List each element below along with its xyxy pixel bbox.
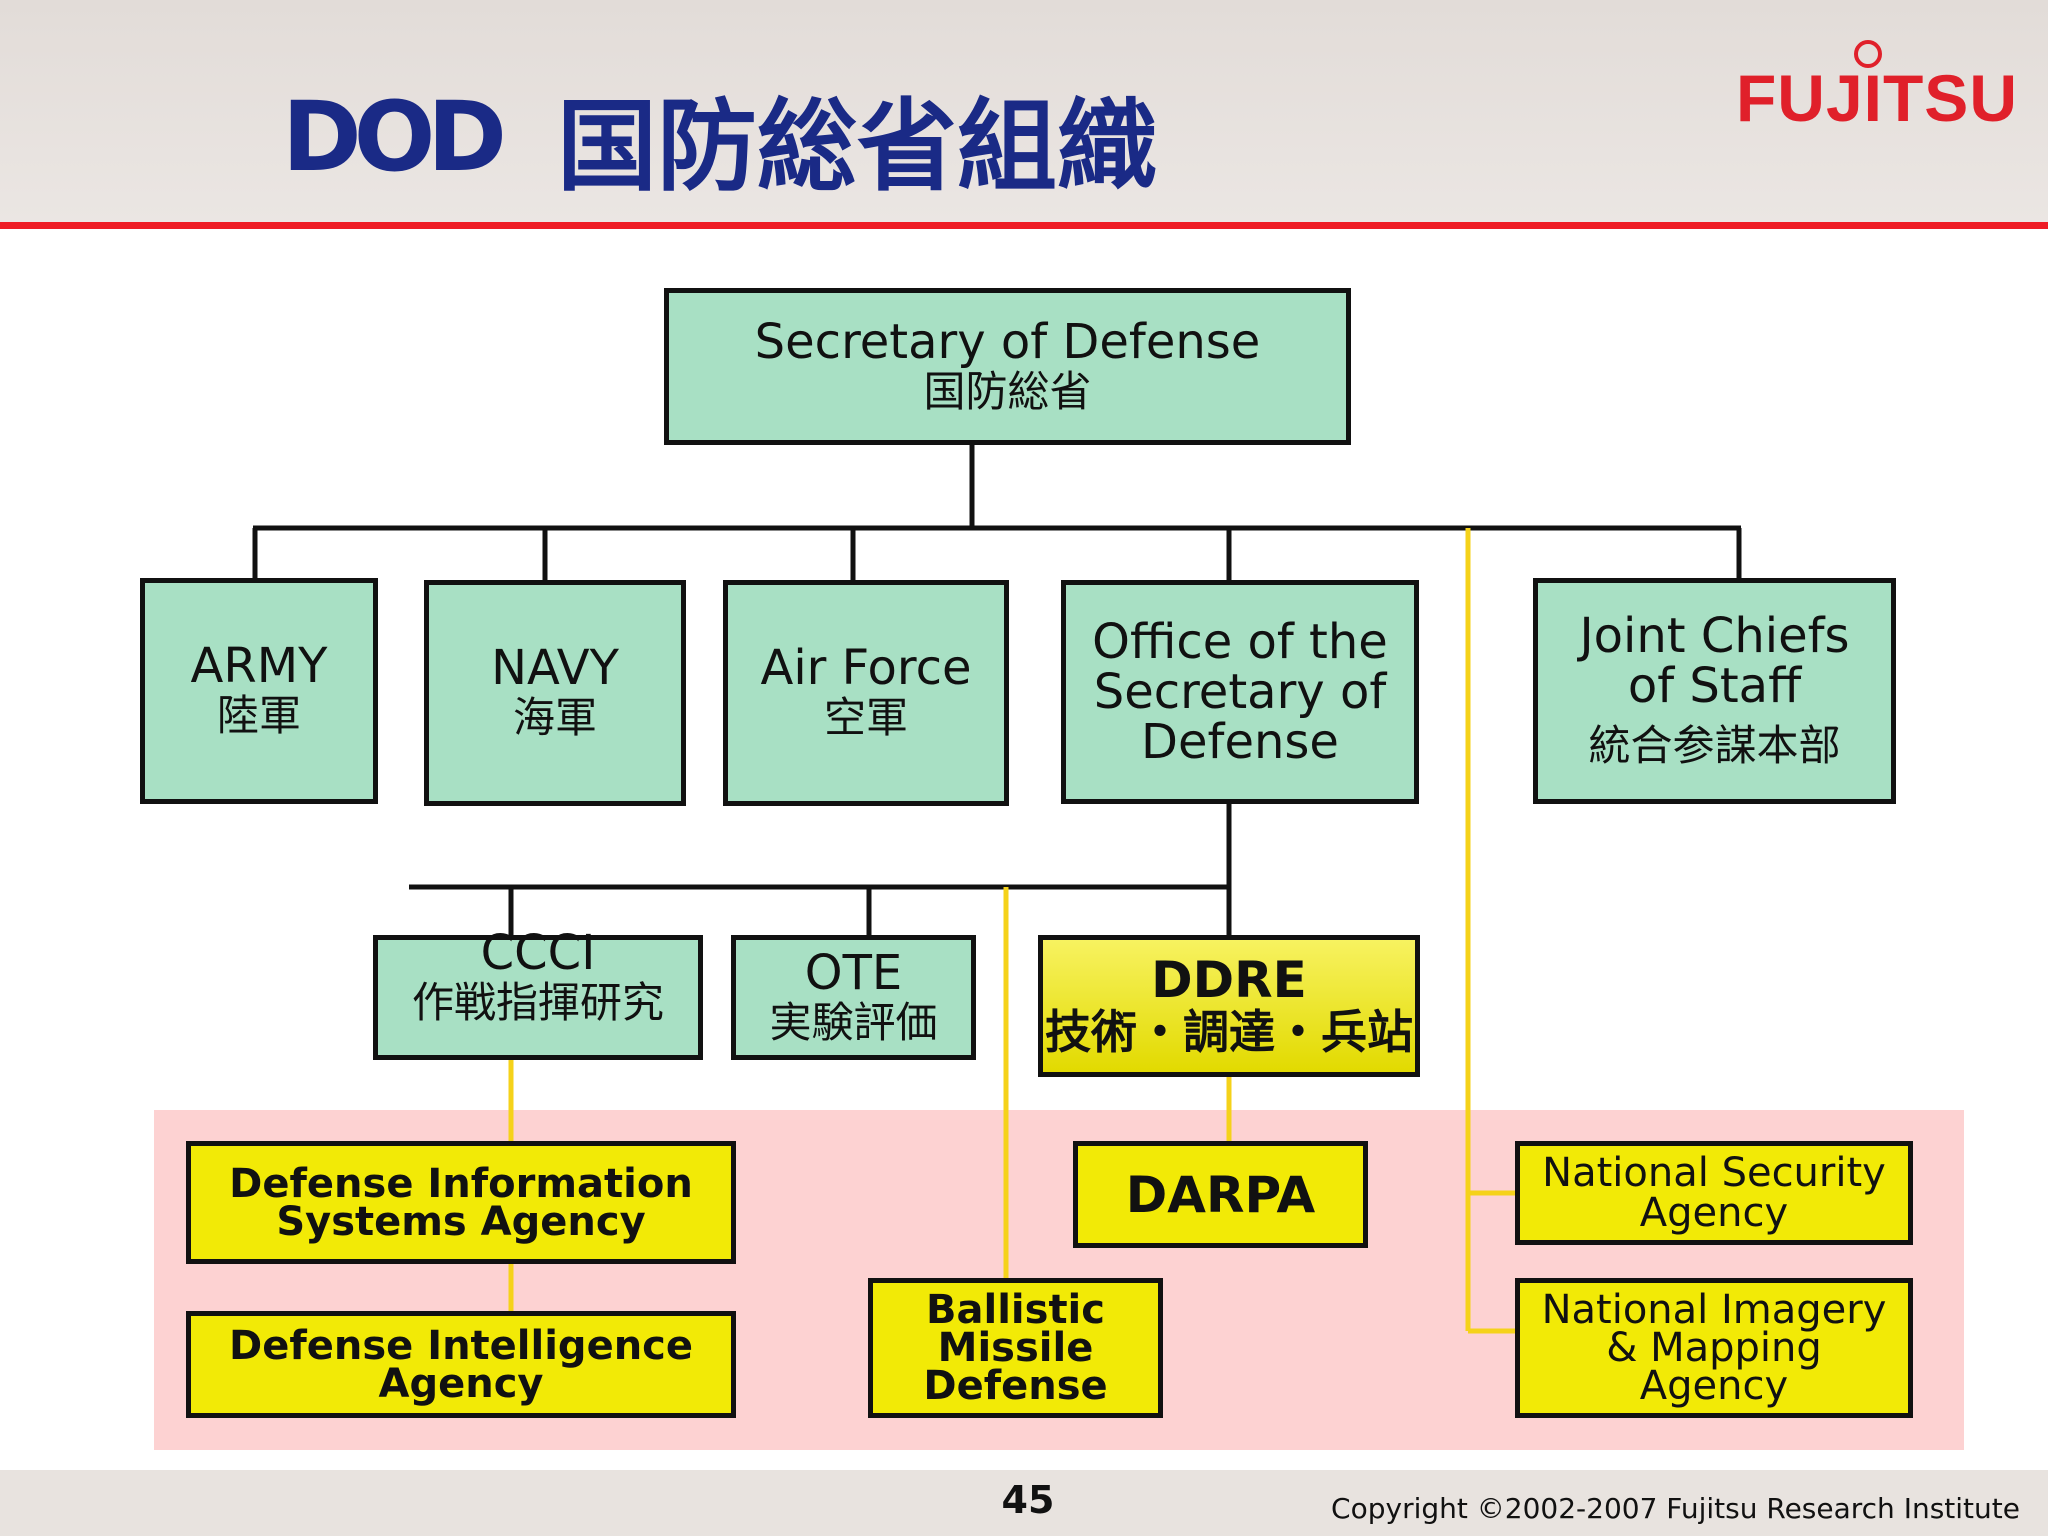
disa-box: Defense Information Systems Agency [186,1141,736,1264]
army-label-en: ARMY [190,638,328,694]
footer-band [0,1470,2048,1536]
air-force-box: Air Force 空軍 [723,580,1009,806]
airforce-label-en: Air Force [760,640,972,696]
secretary-of-defense-box: Secretary of Defense 国防総省 [664,288,1351,445]
navy-box: NAVY 海軍 [424,580,686,806]
ccci-label-ja: 作戦指揮研究 [411,978,664,1027]
jcs-label-en: Joint Chiefs of Staff [1579,608,1850,714]
navy-label-en: NAVY [491,640,619,696]
secdef-label-en: Secretary of Defense [754,313,1261,370]
nima-box: National Imagery & Mapping Agency [1515,1278,1913,1418]
ccci-box: CCCI 作戦指揮研究 [373,928,703,1060]
nsa-label: National Security Agency [1542,1150,1886,1236]
nima-label: National Imagery & Mapping Agency [1541,1287,1887,1409]
bmd-label: Ballistic Missile Defense [923,1287,1108,1409]
page-title: DOD 国防総省組織 [282,72,1157,205]
dia-box: Defense Intelligence Agency [186,1311,736,1418]
ddre-box: DDRE 技術・調達・兵站 [1038,935,1420,1077]
army-label-ja: 陸軍 [216,691,301,740]
header-band [0,0,2048,222]
nsa-box: National Security Agency [1515,1141,1913,1245]
darpa-box: DARPA [1073,1141,1368,1248]
jcs-label-ja: 統合参謀本部 [1588,721,1841,770]
darpa-label: DARPA [1125,1165,1316,1224]
ote-label-ja: 実験評価 [769,997,938,1047]
logo-ring [1854,40,1882,68]
osd-box: Office of the Secretary of Defense [1061,580,1419,804]
dia-label: Defense Intelligence Agency [228,1322,694,1407]
ote-box: OTE 実験評価 [731,935,976,1060]
joint-chiefs-box: Joint Chiefs of Staff 統合参謀本部 [1533,578,1896,804]
osd-label-en: Office of the Secretary of Defense [1092,614,1388,770]
navy-label-ja: 海軍 [512,693,597,742]
page-number-text: 45 [1001,1478,1055,1522]
page-number: 45 [0,1478,2048,1522]
page-title-ja: 国防総省組織 [556,87,1157,205]
disa-label: Defense Information Systems Agency [229,1160,693,1245]
page-title-en: DOD [282,81,507,193]
fujitsu-logo: FUJITSU [1735,61,2018,135]
header-rule [0,222,2048,229]
bmd-box: Ballistic Missile Defense [868,1278,1163,1418]
copyright-text: Copyright ©2002-2007 Fujitsu Research In… [1331,1492,2020,1525]
army-box: ARMY 陸軍 [140,578,378,804]
secdef-label-ja: 国防総省 [923,366,1092,416]
airforce-label-ja: 空軍 [823,693,908,742]
ote-label-en: OTE [804,944,903,1001]
ddre-label-ja: 技術・調達・兵站 [1045,1005,1413,1059]
ccci-label-en: CCCI [480,925,596,981]
ddre-label-en: DDRE [1151,951,1307,1009]
